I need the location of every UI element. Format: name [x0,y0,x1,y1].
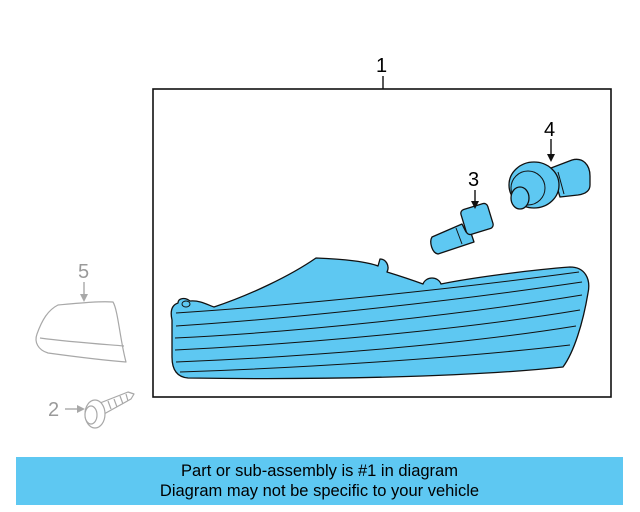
banner-line-1: Part or sub-assembly is #1 in diagram [181,462,458,480]
callout-4-label: 4 [544,119,555,141]
bulb-socket [508,158,591,210]
callout-1-label: 1 [376,55,387,77]
banner-background [16,457,623,505]
callout-2-label: 2 [48,399,59,421]
callout-5-arrowhead [80,294,88,302]
assembly-frame [152,88,612,398]
mounting-screw [84,391,135,429]
info-banner: Part or sub-assembly is #1 in diagram Di… [16,457,623,505]
callout-4-arrowhead [547,154,555,162]
callout-2-arrowhead [77,405,85,413]
wedge-bulb [430,202,494,255]
fog-lamp-assembly [170,257,590,380]
bezel-bracket [35,301,127,363]
callout-3-label: 3 [468,169,479,191]
callout-3-arrowhead [471,201,479,209]
banner-line-2: Diagram may not be specific to your vehi… [159,482,480,500]
callout-5-label: 5 [78,261,89,283]
